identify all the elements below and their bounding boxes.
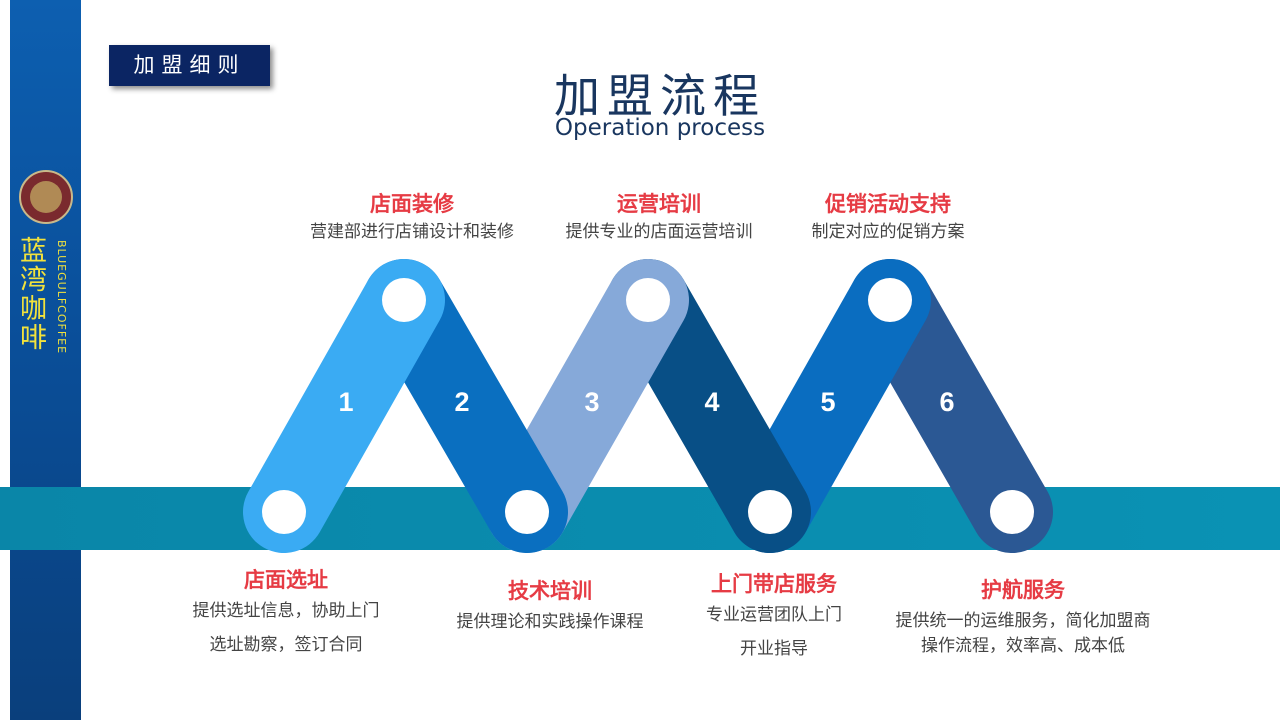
node-circle <box>382 278 426 322</box>
step-desc: 操作流程，效率高、成本低 <box>921 636 1125 656</box>
coffee-logo-icon <box>19 170 73 224</box>
brand-sidebar <box>10 0 81 720</box>
section-tag: 加盟细则 <box>109 45 270 86</box>
step-title: 运营培训 <box>617 192 701 216</box>
step-desc: 专业运营团队上门 <box>706 605 842 625</box>
horizontal-band <box>0 487 1280 550</box>
node-circle <box>626 278 670 322</box>
step-desc: 开业指导 <box>740 639 808 659</box>
step-number-6: 6 <box>939 387 954 417</box>
node-circle <box>990 490 1034 534</box>
step-desc: 提供统一的运维服务，简化加盟商 <box>895 611 1151 631</box>
node-circle <box>262 490 306 534</box>
step-label-decoration: 店面装修 营建部进行店铺设计和装修 <box>262 190 562 246</box>
page-subtitle: Operation process <box>554 115 766 141</box>
step-label-tech-training: 技术培训 提供理论和实践操作课程 <box>400 577 700 639</box>
step-title: 上门带店服务 <box>711 572 837 596</box>
step-label-operation-training: 运营培训 提供专业的店面运营培训 <box>509 190 809 246</box>
page-title: 加盟流程 <box>554 69 766 123</box>
step-label-site-selection: 店面选址 提供选址信息，协助上门 选址勘察，签订合同 <box>136 566 436 662</box>
brand-name-en: BLUEGULFCOFFEE <box>55 240 68 355</box>
step-title: 技术培训 <box>508 579 592 603</box>
step-label-onsite-service: 上门带店服务 专业运营团队上门 开业指导 <box>624 570 924 666</box>
step-label-escort-service: 护航服务 提供统一的运维服务，简化加盟商 操作流程，效率高、成本低 <box>873 576 1173 660</box>
step-number-4: 4 <box>704 387 719 417</box>
step-title: 护航服务 <box>981 578 1065 602</box>
step-title: 促销活动支持 <box>825 192 951 216</box>
step-number-3: 3 <box>584 387 599 417</box>
step-title: 店面选址 <box>244 568 328 592</box>
node-circle <box>505 490 549 534</box>
step-label-promotion: 促销活动支持 制定对应的促销方案 <box>738 190 1038 246</box>
brand-name-cn: 蓝湾咖啡 <box>15 236 46 352</box>
step-desc: 提供选址信息，协助上门 <box>192 601 380 621</box>
step-desc: 提供专业的店面运营培训 <box>565 222 753 242</box>
step-number-2: 2 <box>454 387 469 417</box>
step-number-5: 5 <box>820 387 835 417</box>
step-segment-1 <box>243 259 445 553</box>
step-number-1: 1 <box>338 387 353 417</box>
step-desc: 选址勘察，签订合同 <box>209 635 363 655</box>
step-desc: 制定对应的促销方案 <box>811 222 965 242</box>
step-desc: 营建部进行店铺设计和装修 <box>310 222 514 242</box>
step-title: 店面装修 <box>370 192 454 216</box>
node-circle <box>748 490 792 534</box>
logo-emblem <box>30 181 62 213</box>
step-desc: 提供理论和实践操作课程 <box>456 612 644 632</box>
node-circle <box>868 278 912 322</box>
